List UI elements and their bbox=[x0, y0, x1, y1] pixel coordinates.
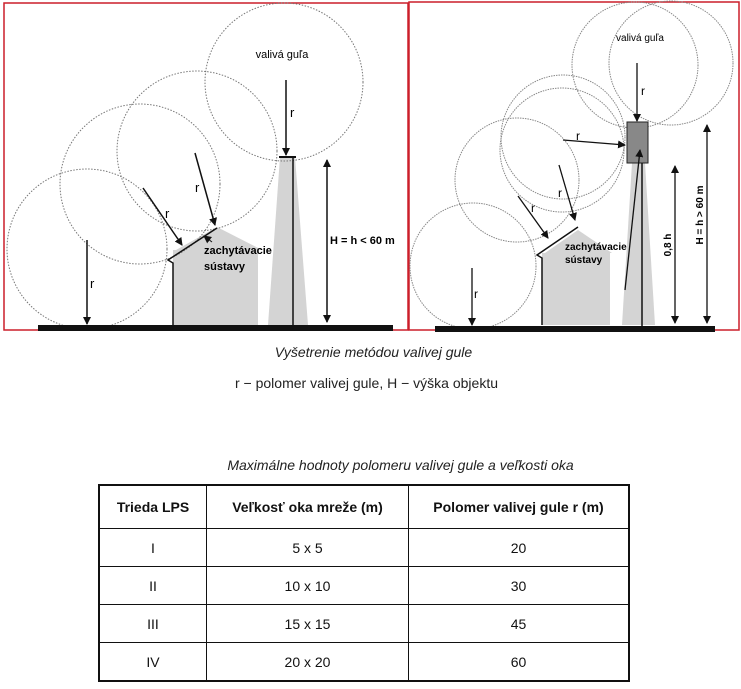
rolling-sphere bbox=[59, 103, 221, 265]
radius-label: r bbox=[558, 186, 562, 200]
rolling-sphere-figure: valivá guľa r r r r zachytávacie sústavy… bbox=[3, 0, 740, 332]
radius-label: r bbox=[531, 201, 535, 215]
radius-label: r bbox=[641, 84, 645, 98]
cell-radius: 20 bbox=[408, 528, 630, 567]
rolling-sphere bbox=[500, 74, 626, 200]
ball-label: valivá guľa bbox=[256, 49, 310, 61]
partial-height-label: 0,8 h bbox=[663, 234, 674, 257]
cell-class: II bbox=[98, 566, 207, 605]
cell-class: III bbox=[98, 604, 207, 643]
lps-table: Trieda LPS Veľkosť oka mreže (m) Polomer… bbox=[98, 484, 630, 682]
header-mesh: Veľkosť oka mreže (m) bbox=[206, 484, 409, 529]
rolling-sphere bbox=[454, 117, 580, 243]
rolling-sphere bbox=[6, 168, 168, 330]
right-diagram: valivá guľa r r r r r zachytávacie sústa… bbox=[408, 0, 740, 332]
radius-label: r bbox=[290, 105, 295, 120]
cell-class: IV bbox=[98, 642, 207, 682]
ball-label: valivá guľa bbox=[616, 33, 664, 44]
table-header-row: Trieda LPS Veľkosť oka mreže (m) Polomer… bbox=[98, 484, 630, 529]
left-diagram: valivá guľa r r r r zachytávacie sústavy… bbox=[3, 2, 409, 331]
capture-label: zachytávacie bbox=[565, 242, 627, 253]
rolling-sphere bbox=[204, 2, 364, 162]
height-label: H = h > 60 m bbox=[695, 185, 706, 244]
cell-mesh: 15 x 15 bbox=[206, 604, 409, 643]
cell-mesh: 10 x 10 bbox=[206, 566, 409, 605]
rolling-sphere bbox=[608, 0, 734, 126]
height-label: H = h < 60 m bbox=[330, 235, 395, 247]
radius-label: r bbox=[195, 180, 200, 195]
cell-radius: 60 bbox=[408, 642, 630, 682]
figure-legend: r − polomer valivej gule, H − výška obje… bbox=[234, 375, 498, 391]
header-class: Trieda LPS bbox=[98, 484, 207, 529]
radius-label: r bbox=[165, 206, 170, 221]
cell-class: I bbox=[98, 528, 207, 567]
rolling-sphere bbox=[116, 70, 278, 232]
header-radius: Polomer valivej gule r (m) bbox=[408, 484, 630, 529]
table-caption: Maximálne hodnoty polomeru valivej gule … bbox=[227, 457, 574, 473]
cell-radius: 30 bbox=[408, 566, 630, 605]
capture-label: sústavy bbox=[565, 255, 603, 266]
capture-label: sústavy bbox=[204, 261, 246, 273]
radius-label: r bbox=[576, 129, 580, 143]
capture-label: zachytávacie bbox=[204, 245, 272, 257]
rolling-sphere bbox=[499, 87, 625, 213]
radius-label: r bbox=[90, 276, 95, 291]
cell-mesh: 5 x 5 bbox=[206, 528, 409, 567]
cell-radius: 45 bbox=[408, 604, 630, 643]
cell-mesh: 20 x 20 bbox=[206, 642, 409, 682]
figure-caption: Vyšetrenie metódou valivej gule bbox=[274, 344, 473, 360]
radius-label: r bbox=[474, 287, 478, 301]
